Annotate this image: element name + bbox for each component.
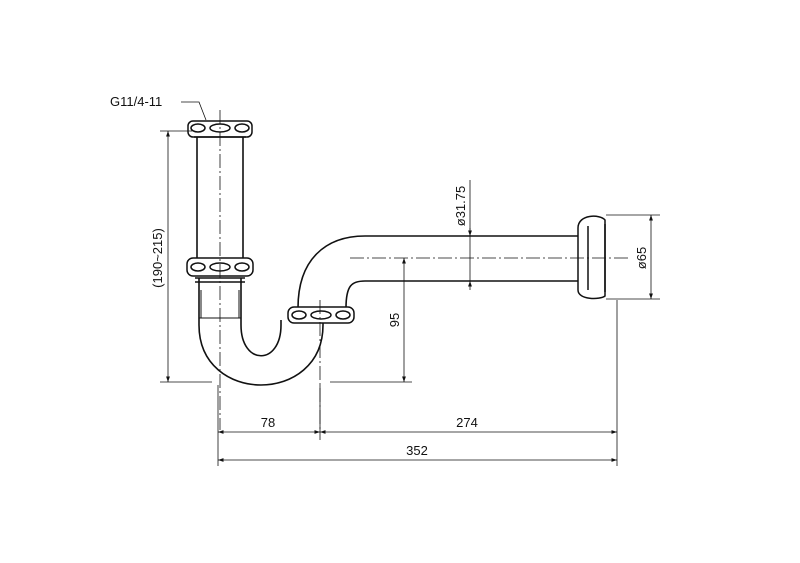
right-length-label: 274: [456, 415, 478, 430]
flange-diameter-label: ø65: [634, 247, 649, 269]
trap-coupling-nut: [287, 306, 355, 324]
drop-dimension-label: 95: [387, 313, 402, 327]
total-length-label: 352: [406, 443, 428, 458]
wall-flange: [577, 215, 606, 300]
centerlines: [219, 110, 630, 430]
dimension-lines: [160, 101, 660, 466]
thread-label: G11/4-11: [110, 94, 162, 109]
left-offset-label: 78: [261, 415, 275, 430]
pipe-diameter-label: ø31.75: [453, 186, 468, 226]
trap-pipe: [196, 135, 578, 386]
height-dimension-label: (190~215): [150, 228, 165, 288]
